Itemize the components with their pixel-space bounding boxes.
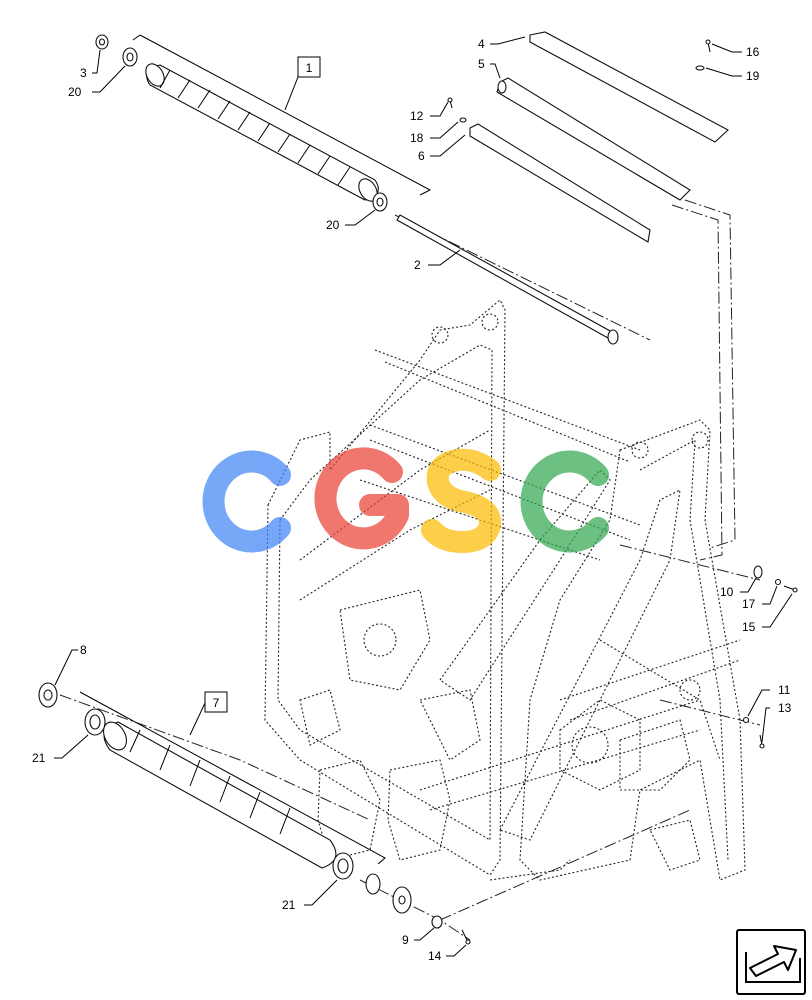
callout-13: 13 — [778, 701, 792, 715]
callout-14: 14 — [428, 949, 442, 963]
leader-lines — [54, 36, 793, 957]
callout-3: 3 — [80, 66, 87, 80]
callout-box-1 — [297, 56, 321, 78]
callout-4: 4 — [478, 37, 485, 51]
nut-9 — [431, 915, 443, 929]
baler-frame — [264, 299, 746, 881]
callout-18: 18 — [410, 131, 424, 145]
shaft-2 — [396, 214, 613, 339]
callout-5: 5 — [478, 57, 485, 71]
washer-10 — [753, 565, 763, 579]
callout-21-lower-left: 21 — [32, 751, 46, 765]
callout-11: 11 — [778, 683, 791, 697]
callout-1: 1 — [306, 61, 313, 75]
callout-21-lower-right: 21 — [282, 898, 296, 912]
callout-20-upper-right: 20 — [326, 218, 340, 232]
tube-5 — [496, 77, 691, 201]
callout-box-7 — [204, 691, 228, 713]
scraper-assembly — [447, 31, 729, 243]
next-page-arrow-icon[interactable] — [736, 929, 806, 995]
watermark-letter-s-yellow — [421, 448, 502, 554]
right-hardware — [742, 565, 798, 749]
callout-8: 8 — [80, 643, 87, 657]
cgsc-watermark — [202, 447, 609, 554]
callout-20-upper-left: 20 — [68, 85, 82, 99]
callout-6: 6 — [418, 149, 425, 163]
callout-10: 10 — [720, 585, 734, 599]
callout-19: 19 — [746, 69, 760, 83]
callout-7: 7 — [213, 696, 220, 710]
bolt-11 — [742, 716, 750, 724]
callout-12: 12 — [410, 109, 424, 123]
plate-4 — [529, 31, 729, 143]
callout-17: 17 — [742, 597, 756, 611]
callout-9: 9 — [402, 933, 409, 947]
watermark-letter-c-green — [520, 450, 609, 553]
lower-roller-assembly — [38, 682, 471, 945]
watermark-letter-c-blue — [202, 450, 291, 553]
bolt-13 — [759, 743, 765, 749]
strip-6 — [469, 123, 651, 243]
callout-2: 2 — [414, 258, 421, 272]
washer-17 — [774, 578, 782, 586]
watermark-letter-g-red — [314, 447, 409, 550]
upper-roller-assembly — [95, 34, 619, 345]
callout-15: 15 — [742, 620, 756, 634]
callout-16: 16 — [746, 45, 760, 59]
